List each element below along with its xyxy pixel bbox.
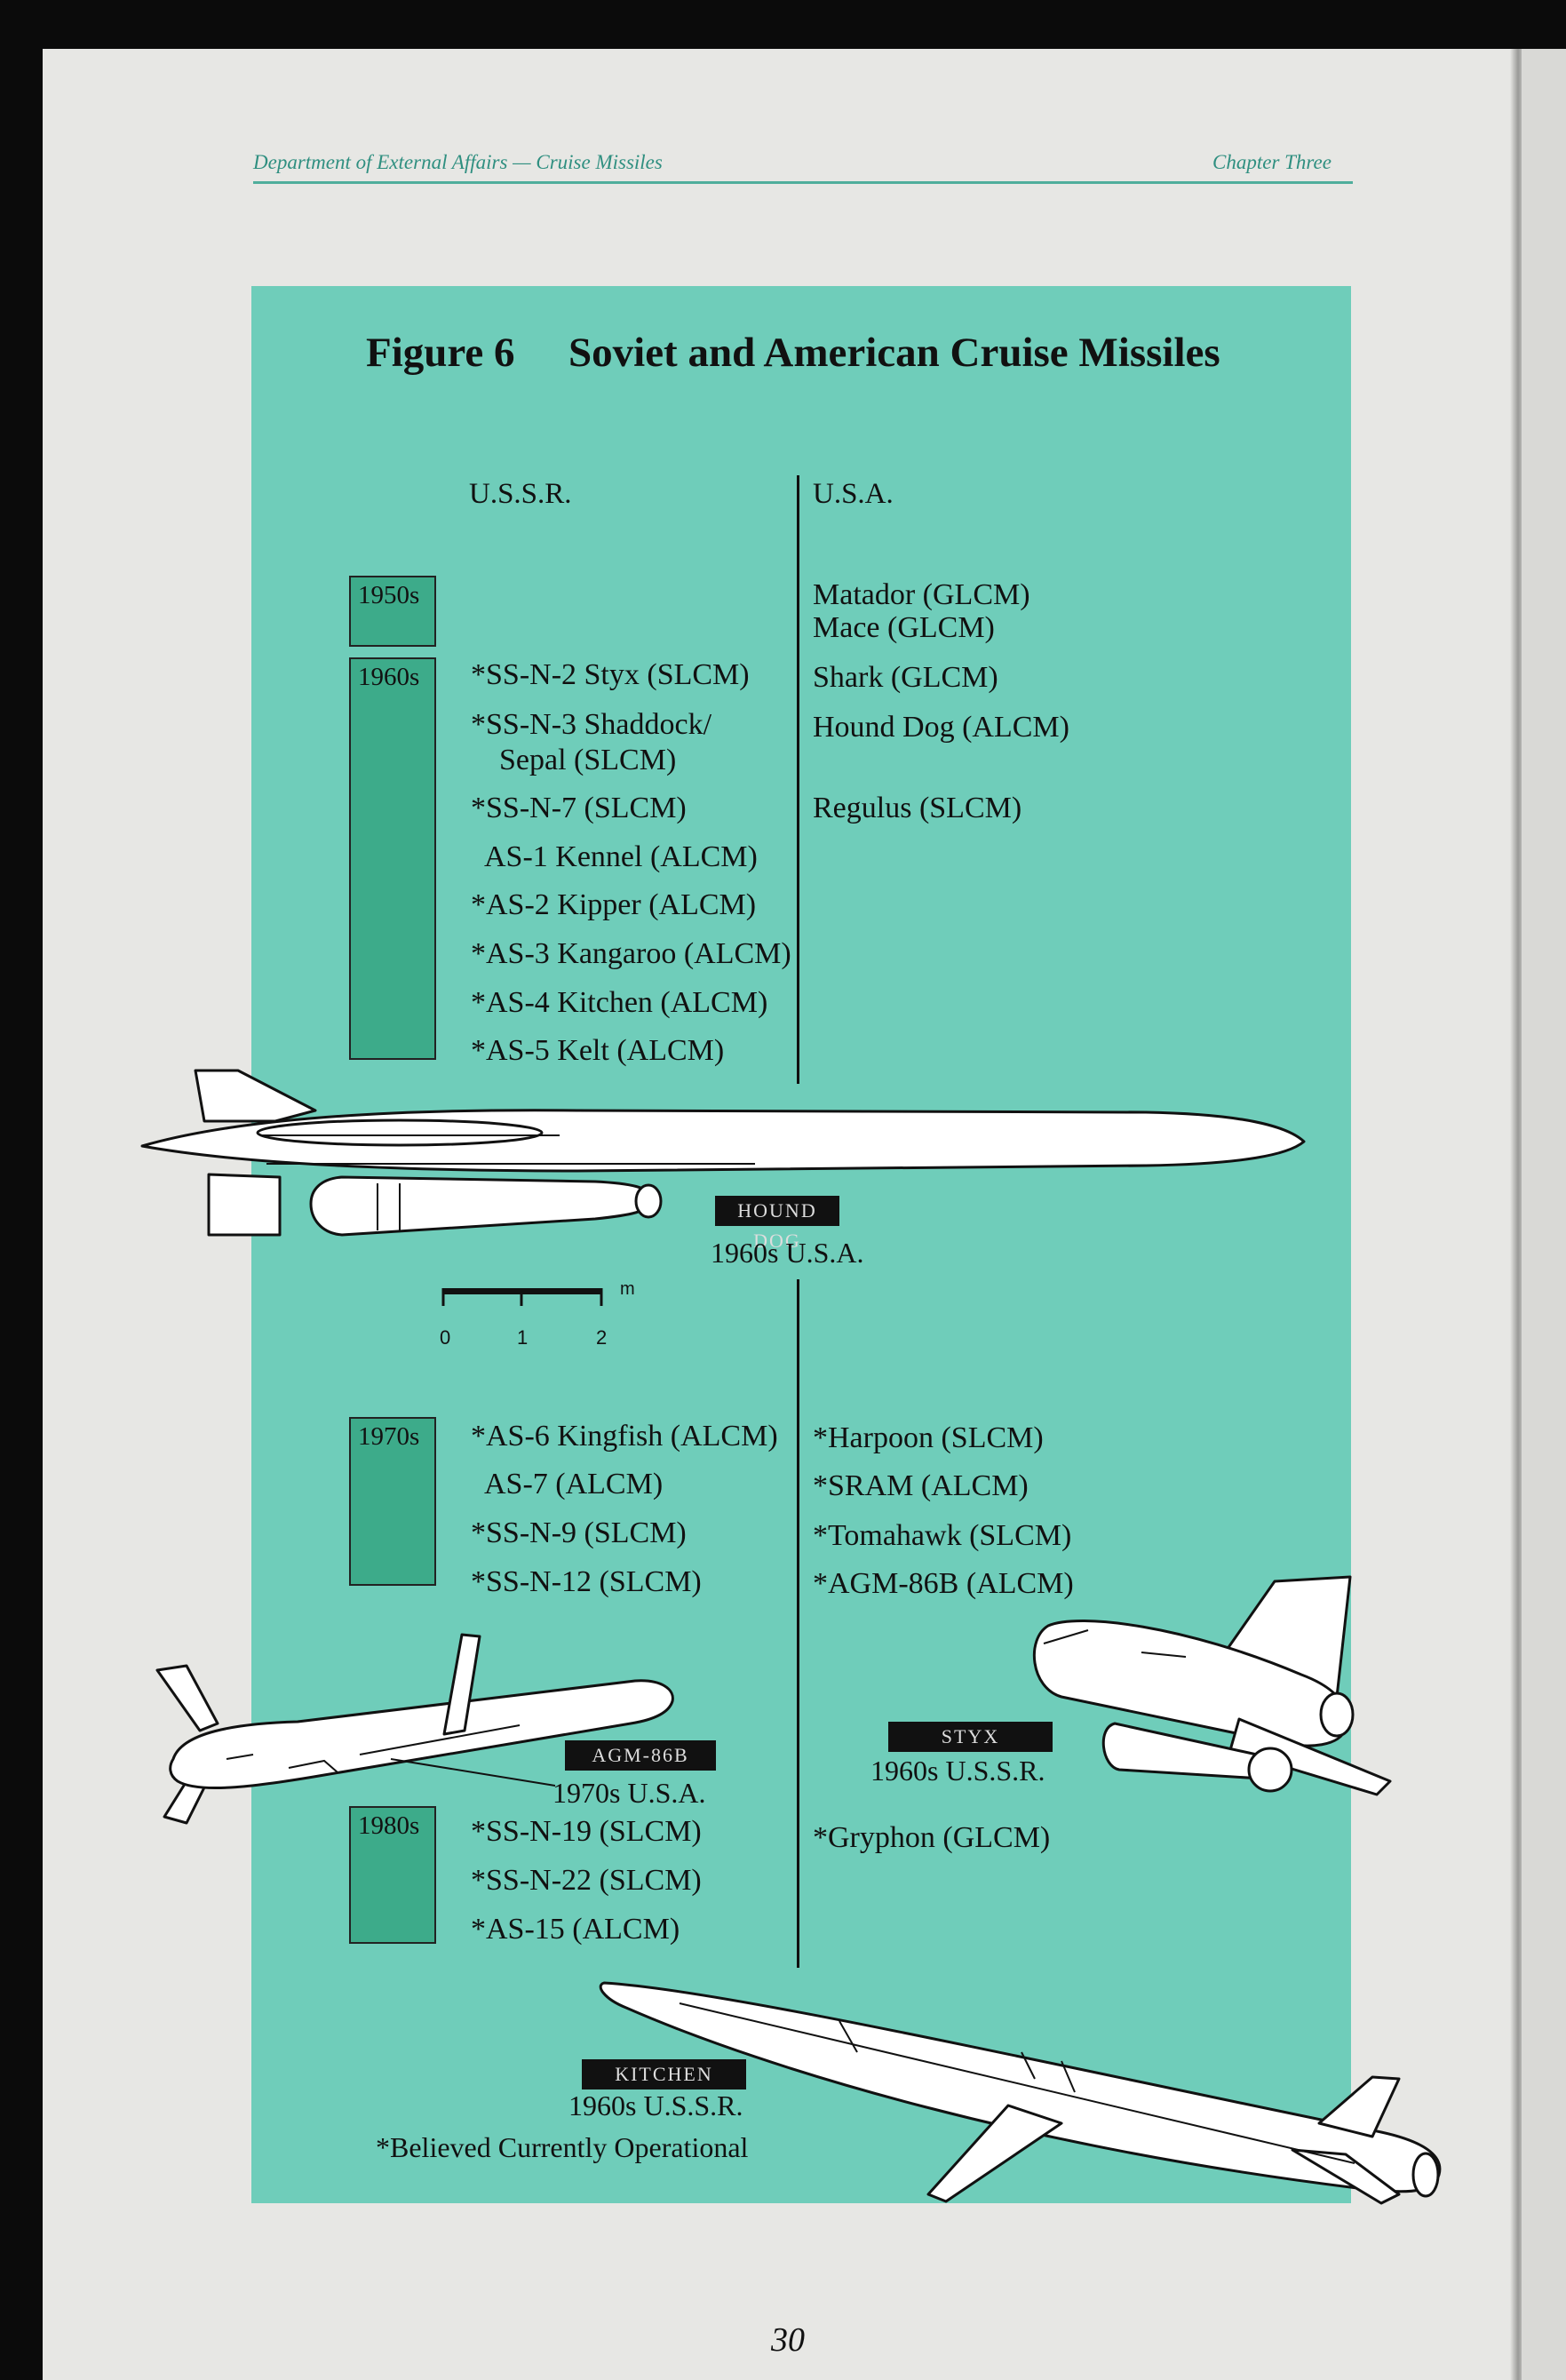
scale-tick-1: 1 bbox=[517, 1326, 529, 1349]
usa-entry: *Tomahawk (SLCM) bbox=[813, 1519, 1072, 1552]
ussr-entry: *SS-N-19 (SLCM) bbox=[471, 1815, 702, 1848]
footnote: *Believed Currently Operational bbox=[376, 2131, 749, 2163]
kitchen-missile-drawing bbox=[599, 1981, 1442, 2205]
page-number: 30 bbox=[771, 2321, 805, 2359]
scale-unit: m bbox=[620, 1279, 635, 1299]
ussr-entry: *SS-N-22 (SLCM) bbox=[471, 1864, 702, 1897]
ussr-entry: Sepal (SLCM) bbox=[499, 744, 677, 776]
decade-label: 1980s bbox=[358, 1811, 420, 1840]
usa-entry: Hound Dog (ALCM) bbox=[813, 711, 1069, 744]
usa-entry: *AGM-86B (ALCM) bbox=[813, 1567, 1074, 1600]
ussr-entry: *AS-3 Kangaroo (ALCM) bbox=[471, 937, 791, 970]
hound-dog-missile-drawing bbox=[140, 1069, 1306, 1237]
column-divider-top bbox=[797, 475, 799, 1084]
usa-entry: Shark (GLCM) bbox=[813, 661, 998, 694]
header-rule bbox=[253, 181, 1353, 184]
scale-tick-2: 2 bbox=[596, 1326, 608, 1349]
figure-title: Soviet and American Cruise Missiles bbox=[568, 330, 1220, 376]
decade-label: 1970s bbox=[358, 1422, 420, 1451]
column-heading-ussr: U.S.S.R. bbox=[469, 478, 572, 510]
ussr-entry: *AS-6 Kingfish (ALCM) bbox=[471, 1420, 778, 1453]
decade-bar-1960s: 1960s bbox=[349, 657, 436, 1060]
hound-dog-caption-year: 1960s U.S.A. bbox=[711, 1237, 864, 1269]
ussr-entry: *SS-N-2 Styx (SLCM) bbox=[471, 658, 750, 691]
column-divider-bottom bbox=[797, 1279, 799, 1968]
ussr-entry: AS-1 Kennel (ALCM) bbox=[484, 840, 758, 873]
usa-entry: *SRAM (ALCM) bbox=[813, 1469, 1029, 1502]
running-header-right: Chapter Three bbox=[1212, 151, 1331, 173]
decade-bar-1970s: 1970s bbox=[349, 1417, 436, 1586]
decade-bar-1980s: 1980s bbox=[349, 1806, 436, 1944]
styx-caption-name: STYX bbox=[888, 1722, 1053, 1752]
styx-caption-year: 1960s U.S.S.R. bbox=[870, 1755, 1045, 1787]
usa-entry: Mace (GLCM) bbox=[813, 611, 995, 644]
ussr-entry: *SS-N-12 (SLCM) bbox=[471, 1565, 702, 1598]
running-header-left: Department of External Affairs — Cruise … bbox=[253, 151, 663, 173]
kitchen-caption-year: 1960s U.S.S.R. bbox=[568, 2089, 743, 2121]
ussr-entry: *AS-2 Kipper (ALCM) bbox=[471, 888, 757, 921]
ussr-entry: *AS-4 Kitchen (ALCM) bbox=[471, 986, 768, 1019]
scale-bar bbox=[441, 1288, 603, 1306]
usa-entry: *Harpoon (SLCM) bbox=[813, 1421, 1044, 1454]
kitchen-caption-name: KITCHEN bbox=[582, 2059, 746, 2089]
styx-missile-drawing bbox=[1033, 1575, 1392, 1796]
agm-86b-missile-drawing bbox=[155, 1633, 674, 1825]
agm-86b-caption-name: AGM-86B bbox=[565, 1740, 716, 1771]
ussr-entry: *SS-N-7 (SLCM) bbox=[471, 792, 687, 824]
usa-entry: *Gryphon (GLCM) bbox=[813, 1821, 1051, 1854]
scale-tick-0: 0 bbox=[440, 1326, 451, 1349]
ussr-entry: *SS-N-9 (SLCM) bbox=[471, 1516, 687, 1549]
usa-entry: Matador (GLCM) bbox=[813, 578, 1030, 611]
ussr-entry: *AS-15 (ALCM) bbox=[471, 1913, 680, 1946]
decade-label: 1960s bbox=[358, 663, 420, 691]
usa-entry: Regulus (SLCM) bbox=[813, 792, 1022, 824]
agm-86b-caption-year: 1970s U.S.A. bbox=[552, 1777, 706, 1809]
facing-page-edge bbox=[1522, 49, 1566, 2380]
decade-label: 1950s bbox=[358, 581, 420, 609]
decade-bar-1950s: 1950s bbox=[349, 576, 436, 647]
column-heading-usa: U.S.A. bbox=[813, 478, 894, 510]
ussr-entry: AS-7 (ALCM) bbox=[484, 1468, 664, 1500]
ussr-entry: *AS-5 Kelt (ALCM) bbox=[471, 1034, 725, 1067]
ussr-entry: *SS-N-3 Shaddock/ bbox=[471, 708, 712, 741]
figure-number: Figure 6 bbox=[366, 330, 515, 376]
hound-dog-caption-name: HOUND DOG bbox=[715, 1196, 839, 1252]
